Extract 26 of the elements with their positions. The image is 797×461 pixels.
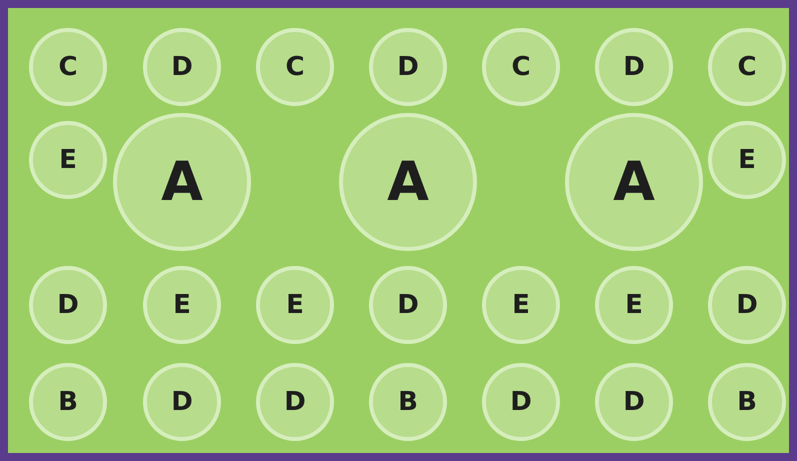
plant-letter: A bbox=[387, 155, 429, 209]
plant-letter: E bbox=[738, 147, 756, 173]
plant-letter: D bbox=[284, 389, 306, 415]
plant-letter: D bbox=[623, 389, 645, 415]
plant-letter: D bbox=[57, 292, 79, 318]
plant-letter: A bbox=[161, 155, 203, 209]
plant-letter: E bbox=[625, 292, 643, 318]
plant-letter: D bbox=[623, 54, 645, 80]
plant-letter: E bbox=[512, 292, 530, 318]
plant-letter: E bbox=[173, 292, 191, 318]
plant-letter: D bbox=[397, 54, 419, 80]
plant-letter: B bbox=[58, 389, 78, 415]
plant-letter: C bbox=[511, 54, 531, 80]
plant-letter: C bbox=[58, 54, 78, 80]
plant-letter: E bbox=[59, 147, 77, 173]
plant-letter: D bbox=[397, 292, 419, 318]
plant-letter: D bbox=[171, 54, 193, 80]
plant-letter: C bbox=[737, 54, 757, 80]
plant-letter: D bbox=[510, 389, 532, 415]
plant-letter: D bbox=[736, 292, 758, 318]
plant-letter: B bbox=[737, 389, 757, 415]
plant-letter: D bbox=[171, 389, 193, 415]
plant-letter: E bbox=[286, 292, 304, 318]
plant-letter: A bbox=[613, 155, 655, 209]
plant-letter: B bbox=[398, 389, 418, 415]
plant-letter: C bbox=[285, 54, 305, 80]
